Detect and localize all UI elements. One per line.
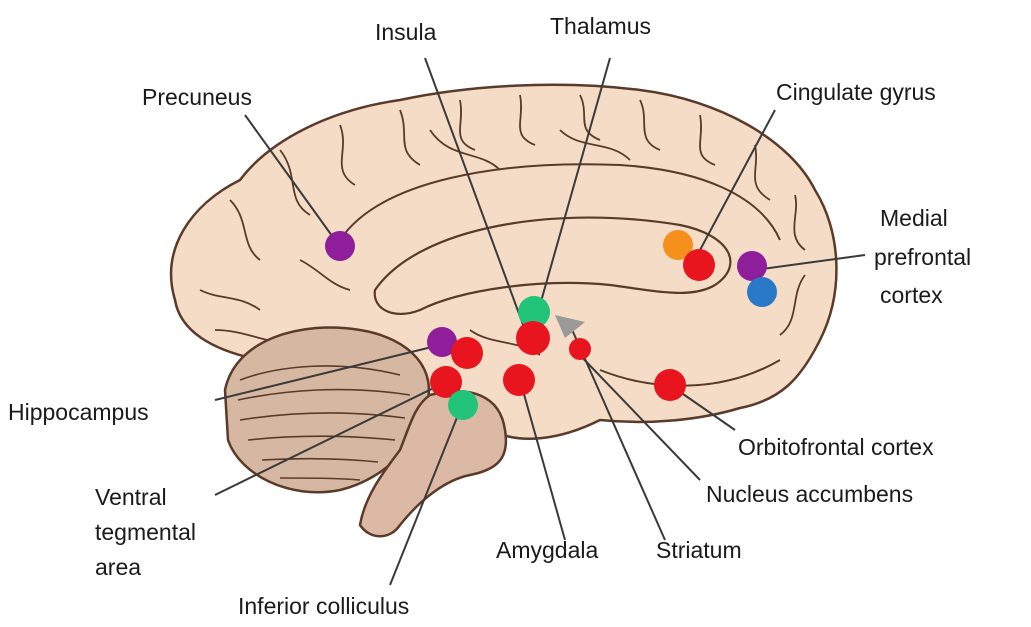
label-medial-prefrontal-2: prefrontal	[874, 244, 971, 270]
cingulate-dot-red	[683, 249, 715, 281]
precuneus-dot	[325, 231, 355, 261]
orbitofrontal-dot-red	[654, 369, 686, 401]
label-ventral-1: Ventral	[95, 484, 167, 510]
striatum-dot-red	[569, 338, 591, 360]
label-thalamus: Thalamus	[550, 13, 651, 39]
label-precuneus: Precuneus	[142, 84, 252, 110]
label-amygdala: Amygdala	[496, 537, 598, 563]
label-medial-prefrontal-1: Medial	[880, 205, 948, 231]
hippocampus-dot-red	[451, 337, 483, 369]
label-cingulate-gyrus: Cingulate gyrus	[776, 79, 936, 105]
label-orbitofrontal: Orbitofrontal cortex	[738, 434, 934, 460]
label-striatum: Striatum	[656, 537, 742, 563]
label-ventral-3: area	[95, 554, 141, 580]
insula-dot-red	[516, 321, 550, 355]
label-inferior-colliculus: Inferior colliculus	[238, 593, 409, 619]
label-ventral-2: tegmental	[95, 519, 196, 545]
label-nucleus-accumbens: Nucleus accumbens	[706, 481, 913, 507]
amygdala-dot-red	[503, 364, 535, 396]
label-hippocampus: Hippocampus	[8, 399, 149, 425]
mpfc-dot-purple	[737, 251, 767, 281]
label-insula: Insula	[375, 19, 437, 45]
inferior-colliculus-dot-green	[448, 390, 478, 420]
label-medial-prefrontal-3: cortex	[880, 282, 943, 308]
mpfc-dot-blue	[747, 277, 777, 307]
